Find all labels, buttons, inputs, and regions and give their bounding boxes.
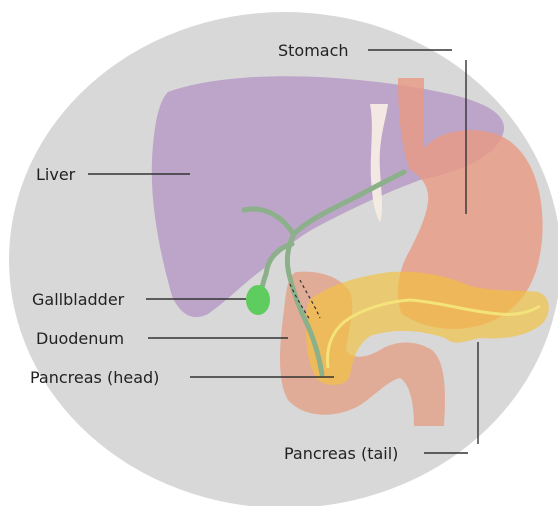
gallbladder-label: Gallbladder <box>32 290 125 309</box>
gallbladder-shape <box>246 285 270 315</box>
duodenum-label: Duodenum <box>36 329 124 348</box>
stomach-label: Stomach <box>278 41 349 60</box>
pancreas-tail-label: Pancreas (tail) <box>284 444 398 463</box>
pancreas-head-label: Pancreas (head) <box>30 368 159 387</box>
liver-label: Liver <box>36 165 76 184</box>
